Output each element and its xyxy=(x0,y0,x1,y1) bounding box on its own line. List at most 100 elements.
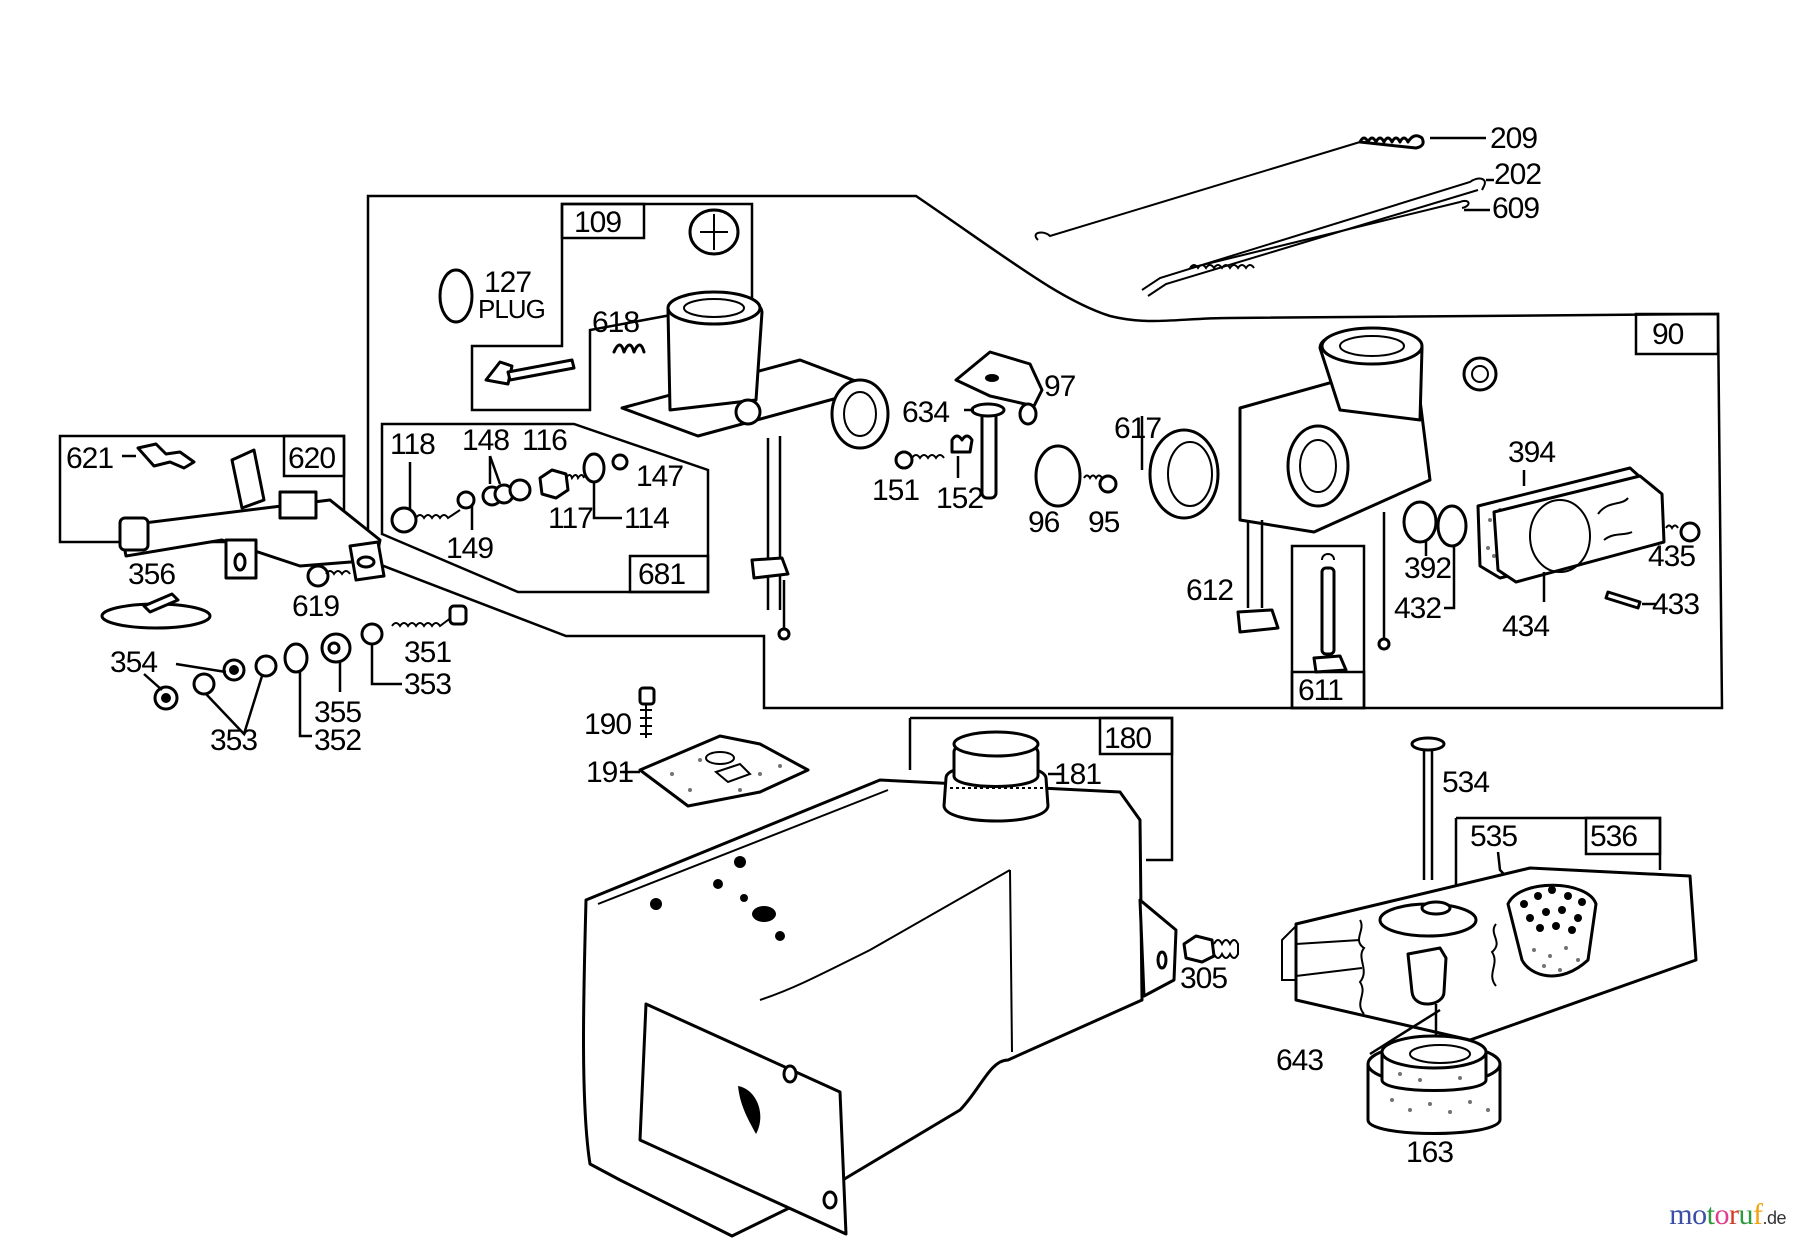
box-label-109: 109 xyxy=(574,206,621,239)
clip-621 xyxy=(136,442,196,470)
label-plug: PLUG xyxy=(478,294,545,324)
label-353-lower: 353 xyxy=(210,724,257,757)
label-181: 181 xyxy=(1054,758,1101,791)
label-535: 535 xyxy=(1470,820,1517,853)
watermark-letter: t xyxy=(1706,1198,1715,1231)
washer-147 xyxy=(611,453,629,471)
filter-element-535 xyxy=(1506,883,1598,978)
screw-190 xyxy=(638,686,656,706)
label-432: 432 xyxy=(1394,592,1441,625)
screw-151 xyxy=(894,450,914,470)
throttle-parts: 97 634 151 152 96 95 xyxy=(872,350,1121,539)
box-label-611: 611 xyxy=(1298,674,1343,707)
fuel-tank-gasket-group: 191 190 xyxy=(584,686,810,808)
group-box-90: 90 617 612 392 432 39 xyxy=(1114,312,1720,651)
governor-spring-group: 209 202 609 xyxy=(1034,122,1542,297)
governor-link-rod xyxy=(1034,141,1361,241)
label-618: 618 xyxy=(592,306,639,339)
label-127: 127 xyxy=(484,266,531,299)
fuel-tank: 181 xyxy=(582,730,1178,1238)
label-117: 117 xyxy=(548,502,593,535)
label-118: 118 xyxy=(390,428,435,461)
label-191: 191 xyxy=(586,756,633,789)
lockwasher-353-b xyxy=(254,654,278,678)
label-634: 634 xyxy=(902,396,949,429)
control-rod-202 xyxy=(1141,177,1486,291)
watermark-letter: r xyxy=(1728,1198,1739,1231)
label-392: 392 xyxy=(1404,552,1451,585)
label-163: 163 xyxy=(1406,1136,1453,1169)
fitting-305: 305 xyxy=(1180,934,1239,995)
primer-643 xyxy=(1406,946,1448,1006)
watermark-letter: o xyxy=(1692,1198,1707,1231)
group-box-611: 611 xyxy=(1290,544,1366,710)
throttle-shaft-97 xyxy=(954,350,1044,408)
lockwasher-353-top xyxy=(360,622,384,646)
air-cleaner-body: 643 xyxy=(1276,866,1698,1077)
spring-618 xyxy=(612,343,646,354)
tank-mounting-plate xyxy=(638,1002,848,1236)
label-114: 114 xyxy=(624,502,669,535)
nut-117 xyxy=(538,468,570,500)
label-96: 96 xyxy=(1028,506,1060,539)
label-621: 621 xyxy=(66,442,113,475)
box-label-620: 620 xyxy=(288,442,335,475)
bolt-611 xyxy=(1320,566,1336,656)
label-209: 209 xyxy=(1490,122,1537,155)
watermark-letter: u xyxy=(1738,1198,1753,1231)
seal-634 xyxy=(970,402,1006,418)
watermark-letter: o xyxy=(1714,1198,1729,1231)
label-202: 202 xyxy=(1494,158,1541,191)
box-label-180: 180 xyxy=(1104,722,1151,755)
pin-433 xyxy=(1604,590,1642,610)
label-351: 351 xyxy=(404,636,451,669)
label-97: 97 xyxy=(1044,370,1076,403)
group-box-620: 620 621 356 619 xyxy=(58,434,386,630)
watermark-text: motoruf xyxy=(1669,1198,1763,1231)
link-609 xyxy=(1189,199,1470,269)
carburetor-kit-outline xyxy=(366,194,1724,710)
screw-619 xyxy=(306,564,330,588)
lockwasher-353-a xyxy=(192,672,216,696)
o-ring-127 xyxy=(438,268,474,324)
watermark-letter: f xyxy=(1752,1198,1763,1231)
governor-spring-209 xyxy=(1358,134,1425,150)
label-149: 149 xyxy=(446,532,493,565)
screw-435 xyxy=(1679,521,1701,543)
label-151: 151 xyxy=(872,474,919,507)
label-619: 619 xyxy=(292,590,339,623)
label-354: 354 xyxy=(110,646,157,679)
seal-617 xyxy=(1148,428,1220,520)
screw-534: 534 xyxy=(1410,736,1490,880)
gasket-191 xyxy=(638,734,810,808)
label-356: 356 xyxy=(128,558,175,591)
label-190: 190 xyxy=(584,708,631,741)
label-152: 152 xyxy=(936,482,983,515)
group-box-681: 681 118 148 116 117 114 147 149 xyxy=(380,422,710,594)
group-box-536: 536 535 xyxy=(1454,816,1662,905)
washer-352 xyxy=(283,642,309,674)
label-116: 116 xyxy=(522,424,567,457)
label-305: 305 xyxy=(1180,962,1227,995)
throttle-valve-96 xyxy=(1034,444,1082,508)
label-434: 434 xyxy=(1502,610,1549,643)
label-148: 148 xyxy=(462,424,509,457)
label-433: 433 xyxy=(1652,588,1699,621)
label-394: 394 xyxy=(1508,436,1555,469)
group-box-109: 109 127 PLUG 618 xyxy=(438,202,754,412)
label-617: 617 xyxy=(1114,412,1161,445)
needle-valve-118 xyxy=(390,506,418,534)
label-612: 612 xyxy=(1186,574,1233,607)
choke-shaft-lever xyxy=(484,360,514,386)
diaphragm-434 xyxy=(1492,474,1666,584)
box-label-681: 681 xyxy=(638,558,685,591)
o-ring-392 xyxy=(1402,500,1438,544)
label-353-upper: 353 xyxy=(404,668,451,701)
box-label-536: 536 xyxy=(1590,820,1637,853)
label-435: 435 xyxy=(1648,540,1695,573)
label-95: 95 xyxy=(1088,506,1120,539)
carburetor-body-upper xyxy=(620,290,890,641)
label-352: 352 xyxy=(314,724,361,757)
box-label-90: 90 xyxy=(1652,318,1684,351)
